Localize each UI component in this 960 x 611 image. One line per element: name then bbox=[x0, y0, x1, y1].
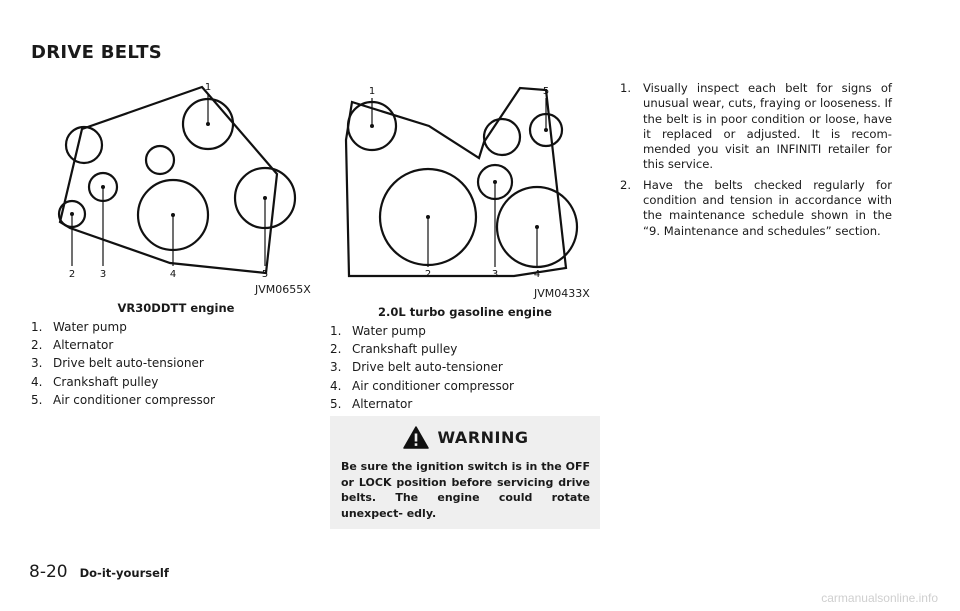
callout-4: 4 bbox=[534, 269, 540, 280]
callout-3: 3 bbox=[492, 269, 498, 280]
legend-list-2l-turbo: 1.Water pump 2.Crankshaft pulley 3.Drive… bbox=[330, 322, 514, 413]
figure-caption: 2.0L turbo gasoline engine bbox=[378, 305, 552, 319]
warning-title: WARNING bbox=[437, 428, 529, 447]
callout-3: 3 bbox=[100, 269, 106, 280]
belt-diagram-2l-turbo-drawing: 1 2 3 4 5 bbox=[344, 86, 579, 280]
section-title: DRIVE BELTS bbox=[31, 42, 163, 63]
callout-5: 5 bbox=[262, 269, 268, 280]
callout-2: 2 bbox=[69, 269, 75, 280]
legend-item: 5.Alternator bbox=[330, 396, 413, 411]
belt-diagram-2l-turbo: 1 2 3 4 5 bbox=[334, 80, 600, 284]
legend-item: 3.Drive belt auto-tensioner bbox=[330, 360, 503, 375]
warning-box: WARNING Be sure the ignition switch is i… bbox=[330, 416, 600, 529]
callout-1: 1 bbox=[205, 82, 211, 93]
inspection-steps: 1. Visually inspect each belt for signs … bbox=[620, 81, 892, 244]
belt-diagram-vr30ddtt-drawing: 1 2 3 4 5 bbox=[57, 82, 297, 280]
figure-code: JVM0433X bbox=[534, 287, 590, 300]
warning-triangle-icon bbox=[402, 426, 429, 449]
callout-5: 5 bbox=[543, 86, 549, 97]
figure-caption: VR30DDTT engine bbox=[117, 301, 235, 315]
belt-diagram-vr30ddtt: 1 2 3 4 5 bbox=[40, 80, 310, 300]
legend-item: 4.Crankshaft pulley bbox=[31, 374, 159, 389]
callout-4: 4 bbox=[170, 269, 176, 280]
warning-text: Be sure the ignition switch is in the OF… bbox=[341, 460, 590, 520]
page-number: 8-20 bbox=[29, 562, 68, 582]
watermark: carmanualsonline.info bbox=[821, 591, 938, 605]
legend-item: 1.Water pump bbox=[31, 320, 127, 334]
legend-item: 2.Crankshaft pulley bbox=[330, 342, 458, 357]
legend-item: 1.Water pump bbox=[330, 324, 426, 338]
step-item: 2. Have the belts checked regularly for … bbox=[620, 177, 892, 238]
page-footer: 8-20 Do-it-yourself bbox=[29, 562, 169, 582]
callout-2: 2 bbox=[425, 269, 431, 280]
callout-1: 1 bbox=[369, 86, 375, 97]
legend-item: 5.Air conditioner compressor bbox=[31, 392, 215, 407]
figure-code: JVM0655X bbox=[255, 283, 311, 296]
step-item: 1. Visually inspect each belt for signs … bbox=[620, 81, 892, 172]
running-title: Do-it-yourself bbox=[79, 566, 169, 580]
legend-list-vr30ddtt: 1.Water pump 2.Alternator 3.Drive belt a… bbox=[31, 318, 215, 409]
warning-header: WARNING bbox=[341, 426, 590, 449]
legend-item: 3.Drive belt auto-tensioner bbox=[31, 356, 204, 371]
legend-item: 2.Alternator bbox=[31, 338, 114, 353]
legend-item: 4.Air conditioner compressor bbox=[330, 378, 514, 393]
